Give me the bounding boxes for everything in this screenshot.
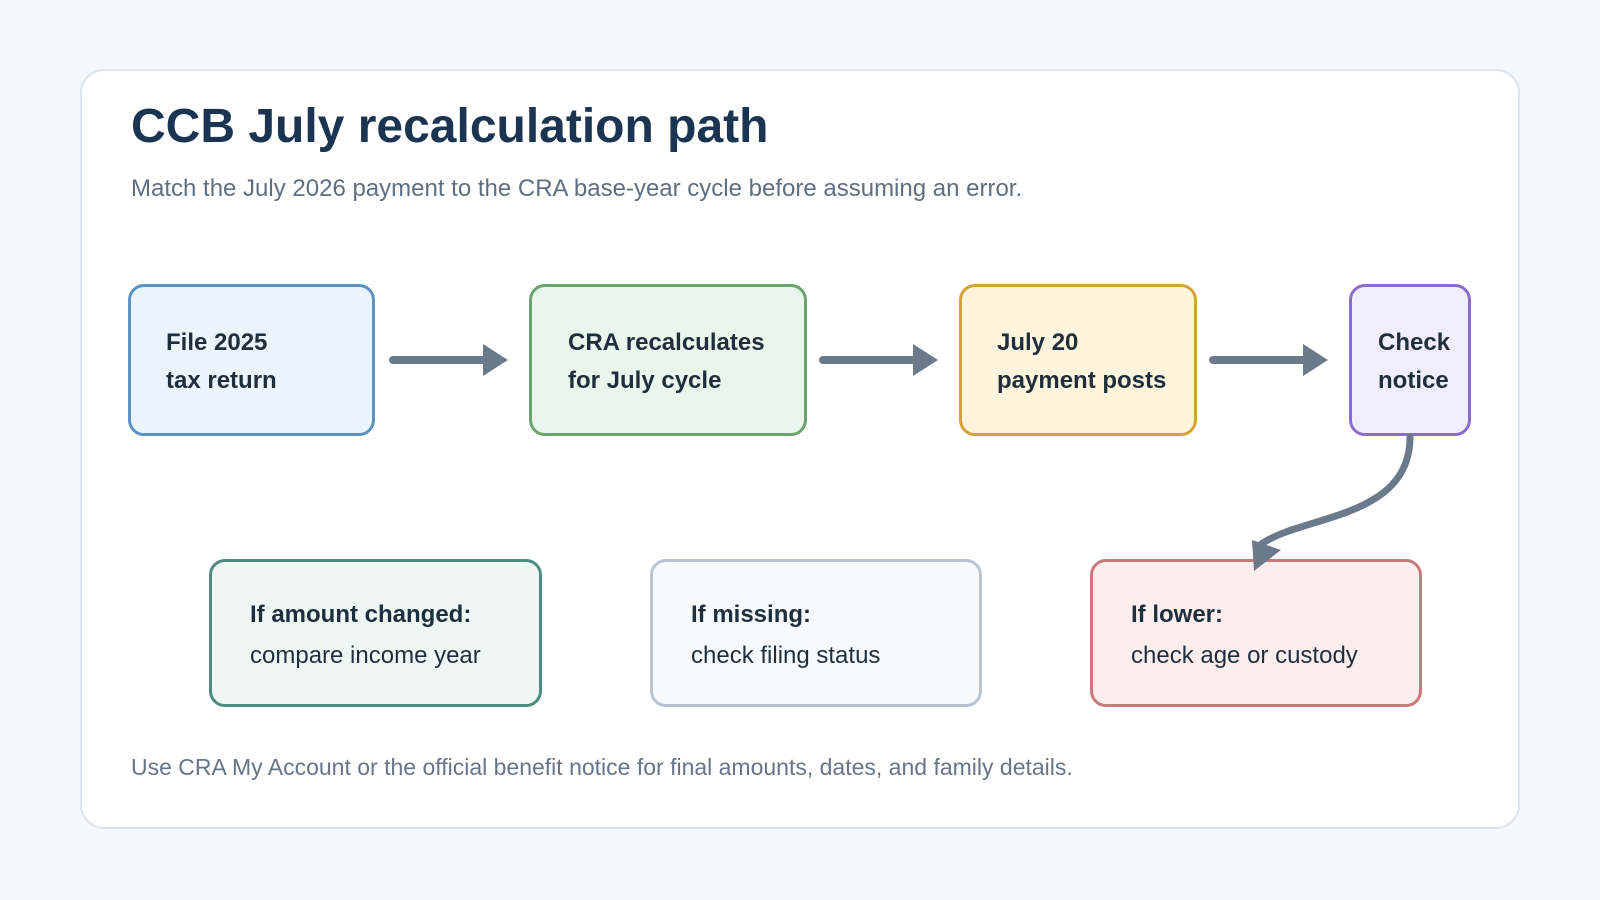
outcome-1-detail: compare income year bbox=[250, 642, 481, 669]
step-3-line-1: July 20 bbox=[997, 329, 1079, 356]
outcome-missing: If missing: check filing status bbox=[650, 559, 982, 707]
diagram-title: CCB July recalculation path bbox=[131, 100, 769, 153]
footnote: Use CRA My Account or the official benef… bbox=[131, 754, 1073, 780]
step-2-line-2: for July cycle bbox=[568, 367, 722, 394]
outcome-2-detail: check filing status bbox=[691, 642, 881, 669]
step-1-line-1: File 2025 bbox=[166, 329, 268, 356]
step-check-notice: Check notice bbox=[1349, 284, 1471, 436]
step-file-tax-return: File 2025 tax return bbox=[128, 284, 375, 436]
outcome-2-heading: If missing: bbox=[691, 601, 812, 628]
step-payment-posts: July 20 payment posts bbox=[959, 284, 1197, 436]
outcome-lower: If lower: check age or custody bbox=[1090, 559, 1422, 707]
step-3-line-2: payment posts bbox=[997, 367, 1167, 394]
outcome-1-heading: If amount changed: bbox=[250, 601, 472, 628]
diagram-subtitle: Match the July 2026 payment to the CRA b… bbox=[131, 175, 1023, 202]
step-4-line-2: notice bbox=[1378, 367, 1449, 394]
step-2-line-1: CRA recalculates bbox=[568, 329, 765, 356]
outcome-3-heading: If lower: bbox=[1131, 601, 1224, 628]
step-1-line-2: tax return bbox=[166, 367, 277, 394]
outcome-3-detail: check age or custody bbox=[1131, 642, 1358, 669]
step-cra-recalculates: CRA recalculates for July cycle bbox=[529, 284, 807, 436]
outcome-amount-changed: If amount changed: compare income year bbox=[209, 559, 542, 707]
step-4-line-1: Check bbox=[1378, 329, 1451, 356]
